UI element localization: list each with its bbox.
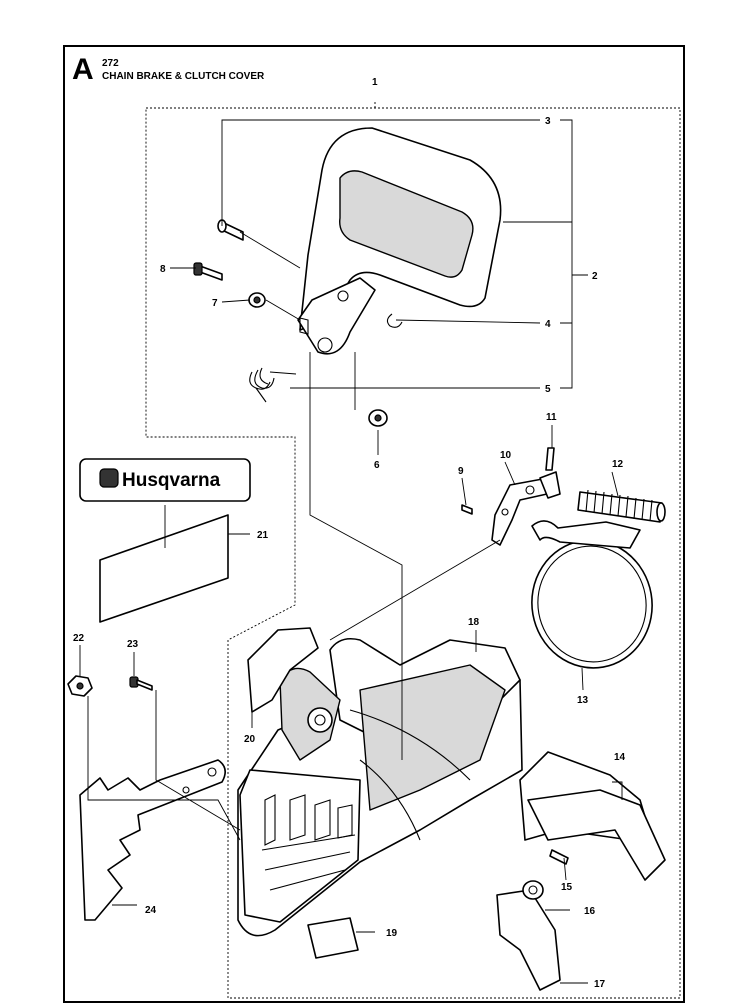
nut-part-22 — [67, 675, 93, 697]
hand-guard-part — [297, 127, 502, 355]
clutch-cover-body — [237, 637, 656, 937]
plug-part-16 — [522, 880, 544, 900]
callout-17: 17 — [594, 979, 606, 990]
callout-20: 20 — [244, 734, 256, 745]
leader-lines — [79, 119, 623, 984]
model-number: 272 — [102, 58, 119, 69]
spring-part-5 — [249, 367, 297, 403]
brake-lever-part-10 — [491, 471, 561, 546]
clip-part-4 — [386, 313, 403, 328]
callout-18: 18 — [468, 617, 480, 628]
brake-band-part-13 — [531, 520, 653, 669]
callout-10: 10 — [500, 450, 512, 461]
callout-11: 11 — [546, 412, 557, 423]
callout-labels: 1 2 3 4 5 6 7 8 9 10 11 12 13 14 15 16 1… — [73, 77, 626, 990]
bar-guide-part-14 — [527, 789, 666, 881]
husqvarna-decal — [79, 458, 251, 502]
bumper-spike-part-24 — [79, 759, 226, 921]
screw-part-23 — [129, 676, 153, 691]
callout-8: 8 — [160, 264, 166, 275]
callout-2: 2 — [592, 271, 598, 282]
brake-spring-part-12 — [577, 489, 666, 523]
callout-19: 19 — [386, 928, 398, 939]
callout-15: 15 — [561, 882, 573, 893]
callout-23: 23 — [127, 639, 139, 650]
section-letter: A — [72, 53, 94, 86]
sheet-frame — [63, 45, 685, 1003]
screw-part-11 — [545, 447, 555, 471]
bushing-part-7 — [248, 292, 266, 308]
callout-22: 22 — [73, 633, 85, 644]
callout-5: 5 — [545, 384, 551, 395]
callout-4: 4 — [545, 319, 551, 330]
pin-part-9 — [461, 504, 473, 515]
screw-part-15 — [549, 849, 569, 865]
callout-1: 1 — [372, 77, 378, 88]
callout-12: 12 — [612, 459, 624, 470]
husqvarna-logo-text: Husqvarna — [122, 470, 221, 491]
callout-16: 16 — [584, 906, 596, 917]
bracket-part-20 — [247, 627, 319, 713]
guard-plate-part-17 — [496, 889, 561, 991]
decal-strip-part-21 — [99, 514, 229, 623]
callout-14: 14 — [614, 752, 626, 763]
screw-part-8 — [193, 262, 223, 281]
nut-part-6 — [368, 409, 388, 427]
assembly-group-boundary — [145, 100, 681, 999]
callout-3: 3 — [545, 116, 551, 127]
callout-6: 6 — [374, 460, 380, 471]
callout-7: 7 — [212, 298, 218, 309]
block-part-19 — [307, 917, 359, 959]
callout-24: 24 — [145, 905, 157, 916]
callout-13: 13 — [577, 695, 589, 706]
callout-9: 9 — [458, 466, 464, 477]
callout-21: 21 — [257, 530, 269, 541]
sheet-title: CHAIN BRAKE & CLUTCH COVER — [102, 71, 265, 82]
